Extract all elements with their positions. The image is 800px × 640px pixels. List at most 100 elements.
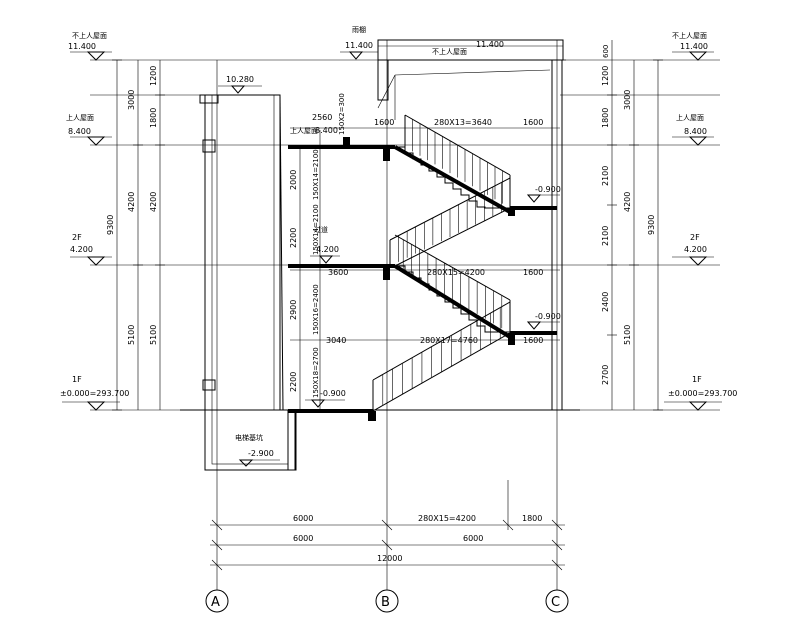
svg-text:280X15=4200: 280X15=4200 [418, 514, 476, 523]
svg-text:4.200: 4.200 [684, 245, 707, 254]
axis-bubble-b: B [375, 589, 399, 613]
svg-text:电梯基坑: 电梯基坑 [235, 433, 263, 442]
svg-text:1600: 1600 [523, 268, 543, 277]
svg-text:2200: 2200 [289, 372, 298, 392]
stair-vertical-dims: 2000 2200 2900 2200 150X14=2100 150X14=2… [289, 93, 346, 410]
svg-text:1200: 1200 [149, 66, 158, 86]
svg-text:10.280: 10.280 [226, 75, 254, 84]
svg-text:4200: 4200 [623, 192, 632, 212]
svg-text:8.400: 8.400 [315, 126, 338, 135]
svg-text:1F: 1F [72, 375, 82, 384]
svg-text:不上人屋面: 不上人屋面 [72, 31, 107, 40]
svg-text:±0.000=293.700: ±0.000=293.700 [668, 389, 737, 398]
svg-text:150X16=2400: 150X16=2400 [312, 284, 320, 335]
svg-text:A: A [211, 595, 220, 610]
inner-elev-minus-ground: -0.900 [305, 389, 346, 408]
left-dim-chains: 9300 3000 4200 5100 1200 1800 4200 5100 [106, 59, 165, 411]
beam-2f [383, 266, 390, 280]
beam-upper [383, 147, 390, 161]
axis-bubble-c: C [545, 589, 569, 613]
elevator-pit-label: 电梯基坑 -2.900 [235, 433, 280, 467]
svg-text:上人屋面: 上人屋面 [676, 113, 704, 122]
svg-text:8.400: 8.400 [684, 127, 707, 136]
svg-text:2F: 2F [72, 233, 82, 242]
svg-text:3600: 3600 [328, 268, 348, 277]
svg-text:1600: 1600 [374, 118, 394, 127]
svg-text:4200: 4200 [149, 192, 158, 212]
stair-horizontal-dims: 280X13=3640 1600 1600 2560 280X15=4200 1… [290, 113, 560, 345]
inner-elev-4200: 过道 4.200 [310, 225, 340, 264]
svg-text:2400: 2400 [601, 292, 610, 312]
svg-text:不上人屋面: 不上人屋面 [432, 47, 467, 56]
svg-text:6000: 6000 [463, 534, 483, 543]
right-elev-roof: 不上人屋面 11.400 [672, 31, 714, 61]
svg-text:过道: 过道 [314, 225, 328, 234]
svg-text:150X18=2700: 150X18=2700 [312, 347, 320, 398]
svg-text:上人屋面: 上人屋面 [66, 113, 94, 122]
bottom-dims: 6000 280X15=4200 1800 6000 6000 12000 [210, 480, 565, 571]
svg-text:1800: 1800 [601, 108, 610, 128]
left-elev-2f: 2F 4.200 [70, 233, 112, 266]
right-elev-upper: 上人屋面 8.400 [672, 113, 714, 146]
canopy: 雨棚 11.400 不上人屋面 11.400 [340, 25, 564, 120]
svg-text:3000: 3000 [127, 90, 136, 110]
svg-text:280X13=3640: 280X13=3640 [434, 118, 492, 127]
svg-text:11.400: 11.400 [476, 40, 504, 49]
svg-text:上人屋面: 上人屋面 [290, 126, 318, 135]
slab-step-block [343, 137, 350, 147]
inner-elev-minus-upper: -0.900 [526, 185, 561, 203]
svg-text:-2.900: -2.900 [248, 449, 274, 458]
right-elev-1f: 1F ±0.000=293.700 [664, 375, 737, 411]
svg-text:C: C [551, 595, 560, 610]
svg-text:9300: 9300 [106, 215, 115, 235]
svg-text:1F: 1F [692, 375, 702, 384]
left-elev-roof: 不上人屋面 11.400 [68, 31, 112, 61]
beam-landing-upper [508, 208, 515, 216]
pit-wall [287, 409, 297, 471]
svg-text:-0.900: -0.900 [535, 185, 561, 194]
svg-text:5100: 5100 [127, 325, 136, 345]
svg-text:5100: 5100 [149, 325, 158, 345]
axis-bubble-a: A [205, 589, 229, 613]
svg-text:8.400: 8.400 [68, 127, 91, 136]
svg-text:±0.000=293.700: ±0.000=293.700 [60, 389, 129, 398]
svg-text:6000: 6000 [293, 534, 313, 543]
stair-railings [372, 114, 511, 411]
svg-text:2560: 2560 [312, 113, 332, 122]
svg-text:1800: 1800 [149, 108, 158, 128]
svg-text:4.200: 4.200 [316, 245, 339, 254]
svg-text:B: B [381, 595, 390, 610]
left-elev-1f: 1F ±0.000=293.700 [60, 375, 129, 411]
svg-text:1600: 1600 [523, 118, 543, 127]
svg-text:3040: 3040 [326, 336, 346, 345]
svg-text:600: 600 [602, 45, 610, 58]
svg-text:280X17=4760: 280X17=4760 [420, 336, 478, 345]
beam-1f [368, 411, 376, 421]
svg-text:6000: 6000 [293, 514, 313, 523]
svg-text:1200: 1200 [601, 66, 610, 86]
svg-text:不上人屋面: 不上人屋面 [672, 31, 707, 40]
svg-text:11.400: 11.400 [345, 41, 373, 50]
elevator-shaft: 10.280 [199, 75, 296, 471]
svg-text:雨棚: 雨棚 [352, 25, 366, 34]
svg-text:1800: 1800 [522, 514, 542, 523]
svg-text:1600: 1600 [523, 336, 543, 345]
svg-text:-0.900: -0.900 [535, 312, 561, 321]
svg-text:280X15=4200: 280X15=4200 [427, 268, 485, 277]
svg-text:2F: 2F [690, 233, 700, 242]
beam-landing-lower [508, 333, 515, 345]
svg-text:-0.900: -0.900 [320, 389, 346, 398]
svg-text:2100: 2100 [601, 166, 610, 186]
left-elev-upper: 上人屋面 8.400 [66, 113, 112, 146]
inner-elev-8400: 上人屋面 8.400 [290, 126, 338, 135]
svg-text:5100: 5100 [623, 325, 632, 345]
svg-text:150X2=300: 150X2=300 [338, 93, 346, 135]
svg-text:2200: 2200 [289, 228, 298, 248]
svg-text:2100: 2100 [601, 226, 610, 246]
svg-text:12000: 12000 [377, 554, 402, 563]
svg-text:11.400: 11.400 [680, 42, 708, 51]
inner-elev-minus-lower: -0.900 [526, 312, 561, 330]
right-elev-2f: 2F 4.200 [672, 233, 714, 266]
